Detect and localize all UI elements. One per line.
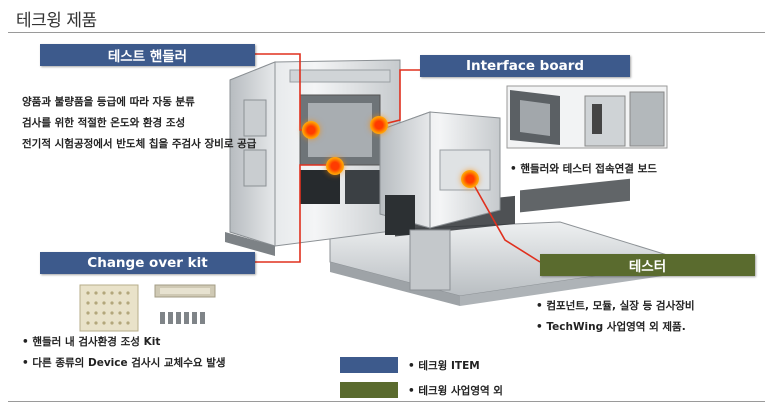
test-handler-label: 테스트 핸들러 — [40, 44, 255, 66]
tester-label: 테스터 — [540, 254, 755, 276]
test-handler-line-2: 검사를 위한 적절한 온도와 환경 조성 — [22, 117, 186, 129]
change-over-kit-photo — [79, 284, 216, 332]
tester-description: • 컴포넌트, 모듈, 실장 등 검사장비 • TechWing 사업영역 외 … — [536, 296, 695, 338]
interface-board-description: • 핸들러와 테스터 접속연결 보드 — [510, 159, 657, 180]
change-over-kit-description: • 핸들러 내 검사환경 조성 Kit • 다른 종류의 Device 검사시 … — [22, 332, 226, 374]
change-over-kit-label: Change over kit — [40, 252, 255, 274]
tester-highlight — [461, 170, 479, 188]
handler-highlight — [302, 121, 320, 139]
legend-swatch-outside — [340, 382, 398, 398]
legend-label-outside: • 테크윙 사업영역 외 — [408, 385, 503, 397]
interface-highlight — [370, 116, 388, 134]
tester-line-1: • 컴포넌트, 모듈, 실장 등 검사장비 — [536, 300, 695, 312]
kit-highlight — [326, 157, 344, 175]
legend-label-techwing: • 테크윙 ITEM — [408, 360, 480, 372]
interface-board-line-1: • 핸들러와 테스터 접속연결 보드 — [510, 163, 657, 175]
page-title: 테크윙 제품 — [16, 11, 97, 31]
bottom-divider — [8, 401, 765, 402]
test-handler-line-3: 전기적 시험공정에서 반도체 칩을 주검사 장비로 공급 — [22, 138, 257, 150]
connector-lines — [255, 53, 541, 263]
tester-line-2: • TechWing 사업영역 외 제품. — [536, 321, 686, 333]
top-divider — [8, 32, 765, 33]
interface-board-photo — [506, 85, 668, 149]
test-handler-description: 양품과 불량품을 등급에 따라 자동 분류 검사를 위한 적절한 온도와 환경 … — [22, 92, 256, 155]
handler-cabinet — [225, 59, 401, 256]
legend-swatch-techwing — [340, 357, 398, 373]
change-over-kit-line-2: • 다른 종류의 Device 검사시 교체수요 발생 — [22, 357, 226, 369]
change-over-kit-line-1: • 핸들러 내 검사환경 조성 Kit — [22, 336, 161, 348]
test-handler-line-1: 양품과 불량품을 등급에 따라 자동 분류 — [22, 96, 195, 108]
interface-board-label: Interface board — [420, 55, 630, 77]
